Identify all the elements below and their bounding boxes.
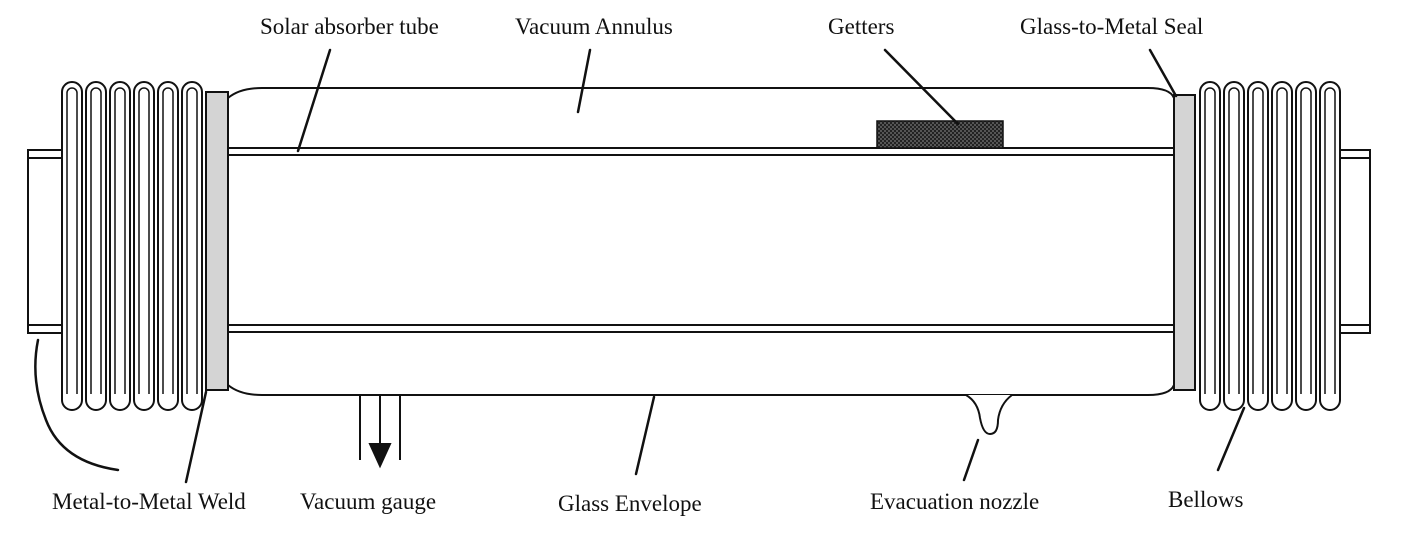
- leader-vacuum-annulus: [576, 48, 592, 114]
- label-vacuum-annulus: Vacuum Annulus: [515, 14, 673, 39]
- leader-metal-to-metal-weld: [184, 390, 208, 484]
- label-glass-to-metal-seal: Glass-to-Metal Seal: [1020, 14, 1204, 39]
- bellows-convolution-inner: [1252, 87, 1264, 394]
- label-solar-absorber-tube: Solar absorber tube: [260, 14, 439, 39]
- label-getters: Getters: [828, 14, 895, 39]
- bellows-convolution: [109, 81, 131, 411]
- left-end-pipe: [27, 149, 63, 334]
- leader-getters: [883, 48, 960, 126]
- vacuum-gauge-port: [359, 396, 401, 469]
- bellows-convolution-inner: [138, 87, 150, 394]
- bellows-convolution-inner: [90, 87, 102, 394]
- label-metal-to-metal-weld: Metal-to-Metal Weld: [52, 489, 246, 514]
- left-seal-ring: [205, 91, 229, 391]
- bellows-convolution-inner: [1276, 87, 1288, 394]
- left-bellows: [61, 81, 203, 411]
- bellows-convolution: [181, 81, 203, 411]
- right-seal-ring: [1173, 94, 1196, 391]
- bellows-convolution-inner: [66, 87, 78, 394]
- getters-strip: [876, 120, 1004, 149]
- bellows-convolution: [1223, 81, 1245, 411]
- bellows-convolution: [1295, 81, 1317, 411]
- label-bellows: Bellows: [1168, 487, 1244, 512]
- bellows-convolution-inner: [1300, 87, 1312, 394]
- right-end-pipe: [1339, 149, 1371, 334]
- bellows-convolution-inner: [1204, 87, 1216, 394]
- bellows-convolution-inner: [162, 87, 174, 394]
- bellows-convolution: [1319, 81, 1341, 411]
- label-evacuation-nozzle: Evacuation nozzle: [870, 489, 1040, 514]
- bellows-convolution: [1247, 81, 1269, 411]
- bellows-convolution-inner: [1228, 87, 1240, 394]
- bellows-convolution: [157, 81, 179, 411]
- bellows-convolution: [133, 81, 155, 411]
- leader-glass-envelope: [634, 395, 656, 476]
- evacuation-nozzle: [965, 394, 1013, 436]
- bellows-convolution-inner: [186, 87, 198, 394]
- leader-left-cable: [34, 338, 120, 472]
- glass-envelope: [227, 87, 1175, 396]
- leader-glass-to-metal-seal: [1148, 48, 1178, 98]
- right-bellows: [1199, 81, 1341, 411]
- leader-solar-absorber-tube: [296, 48, 332, 153]
- bellows-convolution-inner: [1324, 87, 1336, 394]
- leader-bellows: [1216, 406, 1246, 472]
- bellows-convolution-inner: [114, 87, 126, 394]
- label-glass-envelope: Glass Envelope: [558, 491, 702, 516]
- leader-lines: [34, 48, 1246, 484]
- label-vacuum-gauge: Vacuum gauge: [300, 489, 437, 514]
- leader-evacuation-nozzle: [962, 438, 980, 482]
- bellows-convolution: [1199, 81, 1221, 411]
- bellows-convolution: [85, 81, 107, 411]
- bellows-convolution: [1271, 81, 1293, 411]
- bellows-convolution: [61, 81, 83, 411]
